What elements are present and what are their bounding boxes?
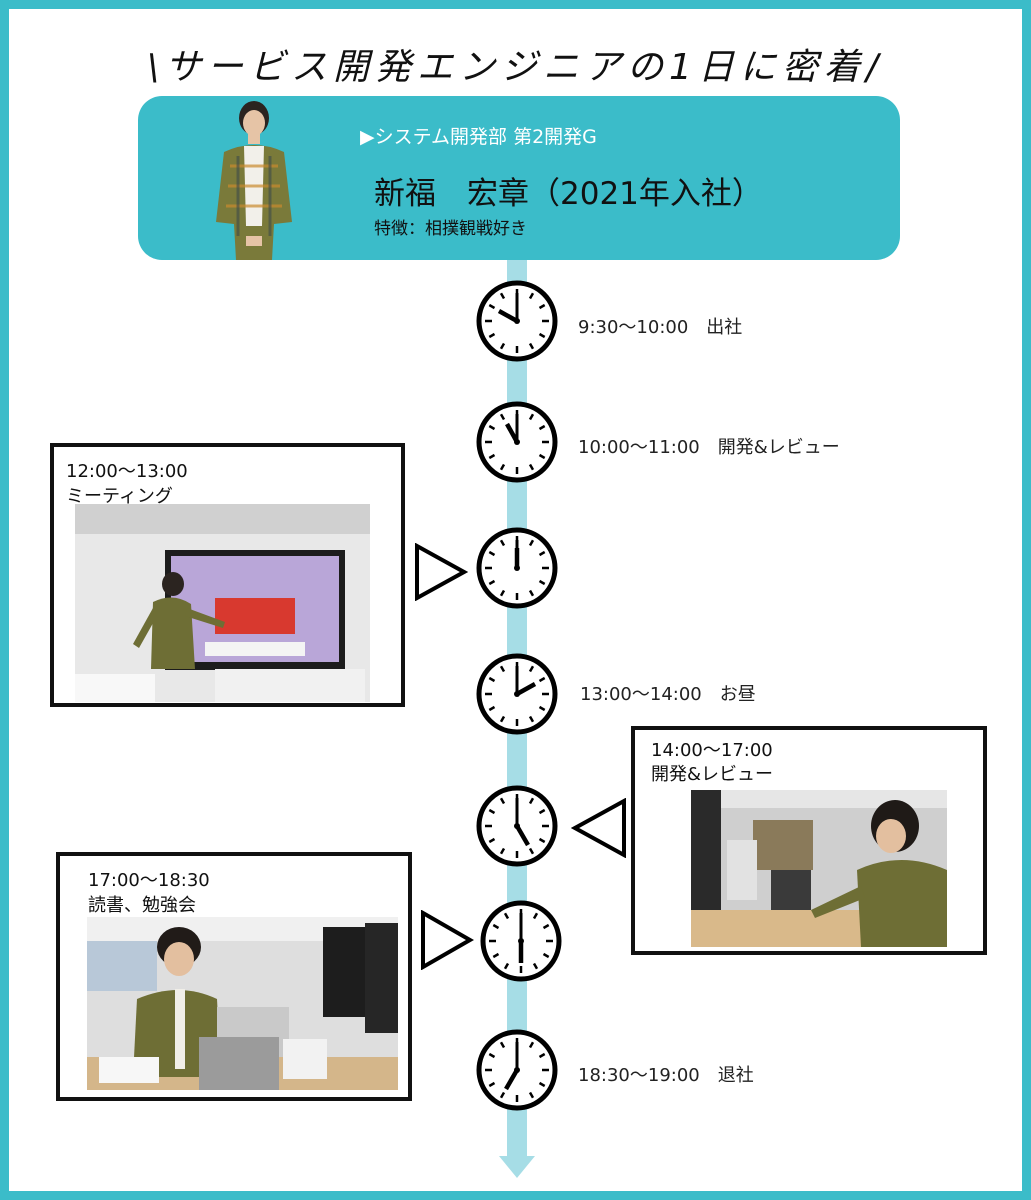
timeline-label: お昼 [719,684,756,705]
event-time: 12:00〜13:00 [66,461,188,482]
timeline-item-lunch: 13:00〜14:00 お昼 [580,680,756,706]
profile-name: 新福 宏章（2021年入社） [374,176,763,212]
profile-photo [216,101,292,260]
timeline-arrow-icon [499,1156,535,1178]
profile-card: ▶システム開発部 第2開発G 新福 宏章（2021年入社） 特徴：相撲観戦好き [138,96,900,260]
clock-icon-1300 [476,653,558,735]
page-title: \サービス開発エンジニアの1日に密着/ [146,47,885,88]
event-time: 17:00〜18:30 [88,870,210,891]
clock-icon-1000 [476,401,558,483]
event-title: 開発&レビュー [651,764,774,785]
event-card-study: 17:00〜18:30 読書、勉強会 [56,852,412,1101]
clock-icon-0930 [476,280,558,362]
meeting-photo [75,504,370,702]
timeline-time: 10:00〜11:00 [578,437,700,458]
study-photo [87,917,398,1090]
event-title: 読書、勉強会 [88,895,196,916]
event-time: 14:00〜17:00 [651,740,773,761]
profile-feature: 特徴：相撲観戦好き [374,219,527,239]
timeline-item-dev-review: 10:00〜11:00 開発&レビュー [578,433,840,459]
pointer-right-icon [421,910,474,970]
event-card-dev-review: 14:00〜17:00 開発&レビュー [631,726,987,955]
timeline-label: 開発&レビュー [717,437,840,458]
timeline-item-leave: 18:30〜19:00 退社 [578,1061,754,1087]
clock-icon-1700 [476,785,558,867]
event-title: ミーティング [66,486,173,507]
profile-department: ▶システム開発部 第2開発G [360,126,597,148]
clock-icon-1800 [480,900,562,982]
timeline-label: 退社 [717,1065,754,1086]
timeline-time: 18:30〜19:00 [578,1065,700,1086]
timeline-item-arrival: 9:30〜10:00 出社 [578,313,742,339]
timeline-time: 9:30〜10:00 [578,317,689,338]
clock-icon-1830 [476,1029,558,1111]
pointer-right-icon [415,543,468,601]
timeline-label: 出社 [706,317,743,338]
timeline-time: 13:00〜14:00 [580,684,702,705]
event-card-meeting: 12:00〜13:00 ミーティング [50,443,405,707]
pointer-left-icon [571,798,626,858]
dev-review-photo [691,790,947,947]
clock-icon-1200 [476,527,558,609]
